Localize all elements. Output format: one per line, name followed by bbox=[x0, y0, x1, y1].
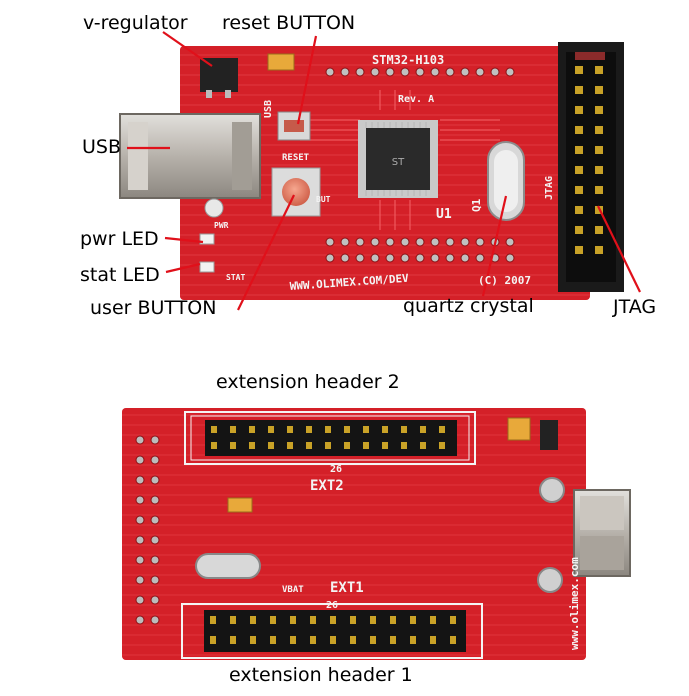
label-usb: USB bbox=[82, 136, 122, 158]
reset-button-part bbox=[277, 111, 311, 141]
quartz-crystal bbox=[487, 141, 525, 221]
silk-but: BUT bbox=[316, 195, 331, 204]
silk-pwr: PWR bbox=[214, 221, 229, 230]
usb-connector-bottom bbox=[573, 489, 631, 577]
silk-pin26-bottom: 26 bbox=[326, 600, 338, 611]
callout-pwr-led bbox=[164, 236, 204, 244]
callout-user-button bbox=[237, 194, 295, 311]
jtag-header bbox=[558, 42, 624, 292]
callout-stat-led bbox=[165, 262, 201, 274]
label-extension-header-2: extension header 2 bbox=[216, 371, 400, 393]
silk-usb: USB bbox=[263, 100, 274, 118]
silk-ext1: EXT1 bbox=[330, 580, 364, 596]
callout-reset-button bbox=[296, 35, 318, 125]
callout-quartz-crystal bbox=[481, 195, 508, 297]
label-user-button: user BUTTON bbox=[90, 297, 217, 319]
silk-pin26-top: 26 bbox=[330, 464, 342, 475]
extension-header-1 bbox=[204, 610, 466, 652]
silk-revision: Rev. A bbox=[398, 94, 434, 105]
user-button-part bbox=[271, 167, 321, 217]
extension-header-2 bbox=[205, 420, 457, 456]
usb-connector bbox=[119, 113, 261, 199]
silk-u1: U1 bbox=[436, 207, 452, 222]
callout-lines bbox=[127, 31, 641, 311]
label-stat-led: stat LED bbox=[80, 264, 160, 286]
silk-ext2: EXT2 bbox=[310, 478, 344, 494]
label-jtag: JTAG bbox=[613, 296, 657, 318]
label-reset-button: reset BUTTON bbox=[222, 12, 356, 34]
silk-vbat: VBAT bbox=[282, 585, 304, 595]
silk-copyright: (C) 2007 bbox=[478, 274, 531, 287]
silk-stat: STAT bbox=[226, 273, 245, 282]
stat-led-part bbox=[199, 261, 215, 273]
mcu-chip: ST bbox=[358, 120, 438, 198]
voltage-regulator bbox=[200, 58, 238, 98]
svg-text:ST: ST bbox=[392, 157, 405, 168]
bottom-board bbox=[122, 408, 631, 660]
silk-jtag: JTAG bbox=[544, 176, 555, 200]
label-v-regulator: v-regulator bbox=[83, 12, 188, 34]
silk-reset: RESET bbox=[282, 153, 310, 163]
label-pwr-led: pwr LED bbox=[80, 228, 159, 250]
label-quartz-crystal: quartz crystal bbox=[403, 295, 534, 317]
callout-v-regulator bbox=[162, 31, 213, 67]
silk-q1: Q1 bbox=[470, 198, 483, 212]
top-via-rows bbox=[325, 67, 515, 263]
silk-board-title: STM32-H103 bbox=[372, 53, 444, 67]
callout-jtag bbox=[597, 205, 641, 293]
label-extension-header-1: extension header 1 bbox=[229, 664, 413, 686]
tantalum-capacitor bbox=[267, 53, 295, 71]
silk-bottom-website: www.olimex.com bbox=[568, 557, 581, 650]
pwr-led-part bbox=[199, 233, 215, 245]
top-board: ST bbox=[119, 42, 624, 300]
